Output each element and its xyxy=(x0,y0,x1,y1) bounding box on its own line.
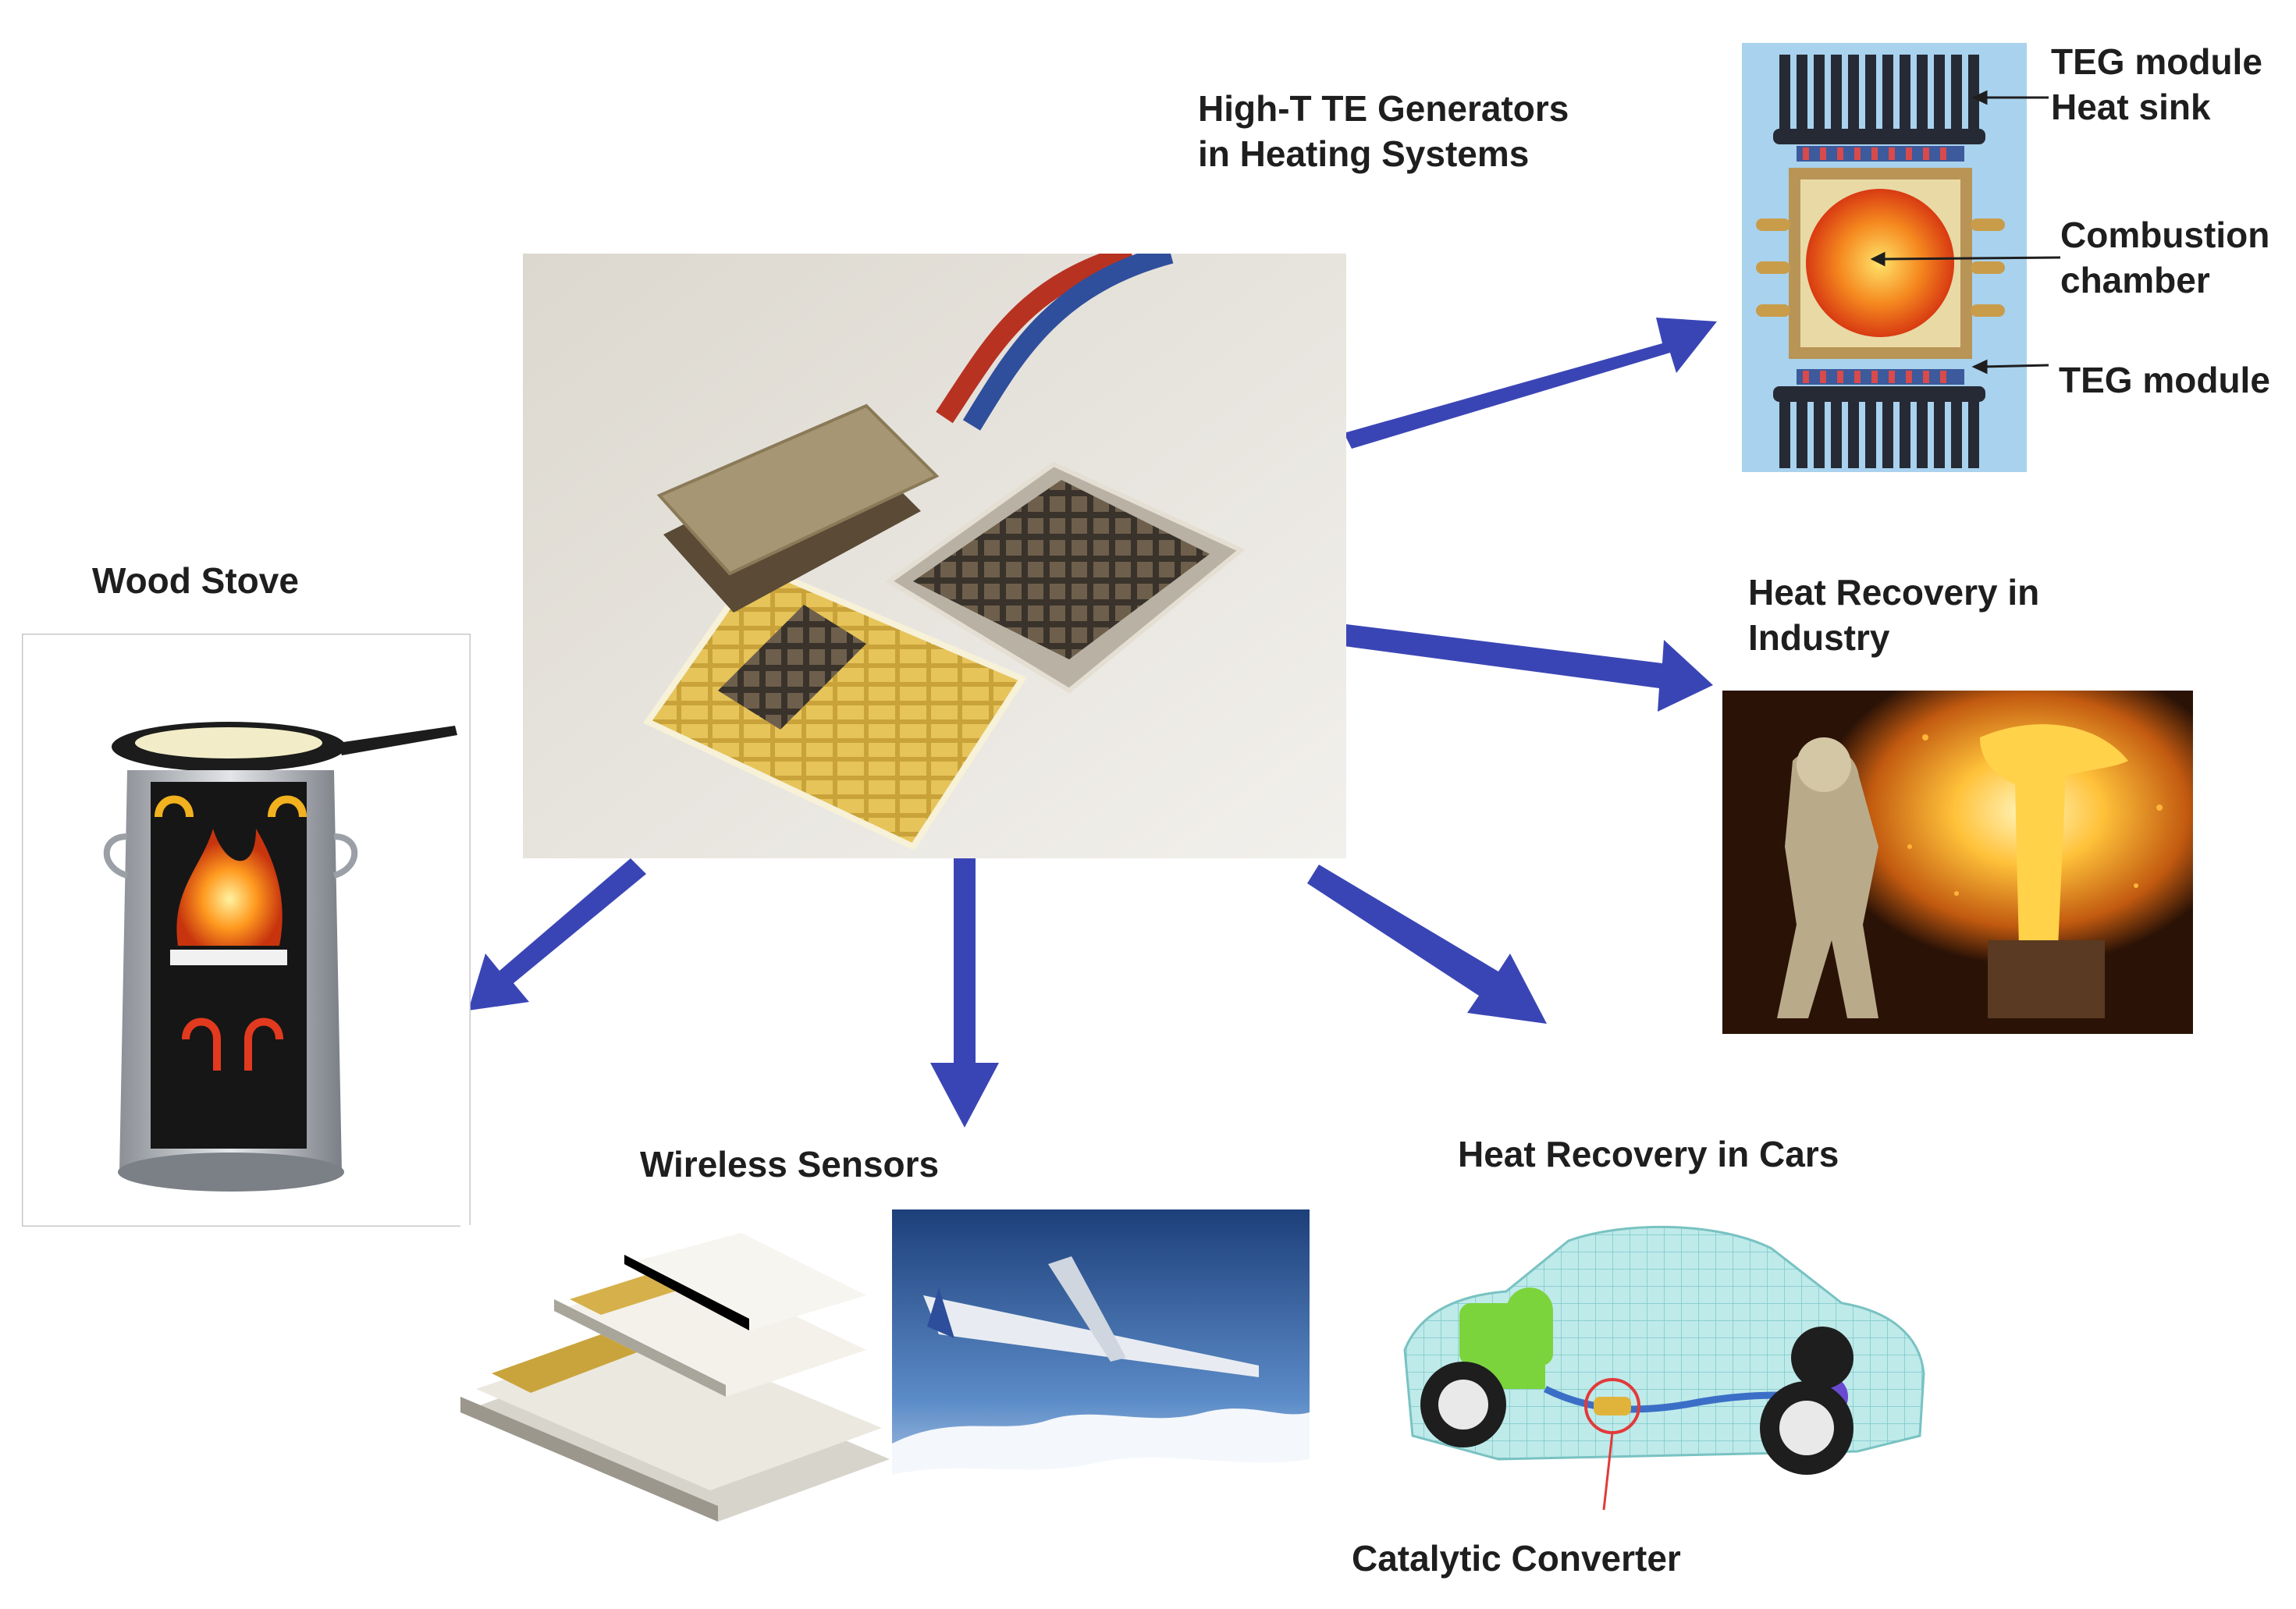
label-wood-stove: Wood Stove xyxy=(92,560,299,601)
label-heating-line1: High-T TE Generators xyxy=(1198,88,1569,129)
arrow-to-cars xyxy=(1307,865,1547,1024)
label-teg-top-line1: TEG module xyxy=(2051,41,2262,82)
label-teg-module-heat-sink: TEG module Heat sink xyxy=(2051,39,2262,130)
label-combustion-line2: chamber xyxy=(2060,260,2210,300)
label-teg-top-line2: Heat sink xyxy=(2051,87,2211,127)
airplane-photo xyxy=(892,1209,1310,1529)
label-industry-line1: Heat Recovery in xyxy=(1748,572,2040,613)
label-combustion-chamber: Combustion chamber xyxy=(2060,212,2269,303)
te-module-photo xyxy=(523,254,1346,858)
label-heating-systems: High-T TE Generators in Heating Systems xyxy=(1198,86,1569,176)
arrow-to-wood-stove xyxy=(468,858,646,1011)
car-illustration xyxy=(1389,1217,1928,1545)
industry-photo xyxy=(1722,691,2193,1034)
label-heat-recovery-industry: Heat Recovery in Industry xyxy=(1748,570,2039,660)
arrow-to-industry xyxy=(1344,624,1713,712)
arrow-to-wireless-sensors xyxy=(930,858,999,1128)
label-heating-line2: in Heating Systems xyxy=(1198,133,1530,174)
label-industry-line2: Industry xyxy=(1748,617,1890,658)
wireless-sensor-chips xyxy=(460,1225,890,1522)
label-combustion-line1: Combustion xyxy=(2060,215,2270,255)
label-teg-module-bottom: TEG module xyxy=(2059,360,2270,400)
label-catalytic-converter: Catalytic Converter xyxy=(1352,1538,1681,1579)
label-wireless-sensors: Wireless Sensors xyxy=(640,1144,940,1185)
label-heat-recovery-cars: Heat Recovery in Cars xyxy=(1458,1134,1839,1174)
wood-stove-illustration xyxy=(22,634,471,1227)
arrow-to-heating-system xyxy=(1344,318,1717,449)
